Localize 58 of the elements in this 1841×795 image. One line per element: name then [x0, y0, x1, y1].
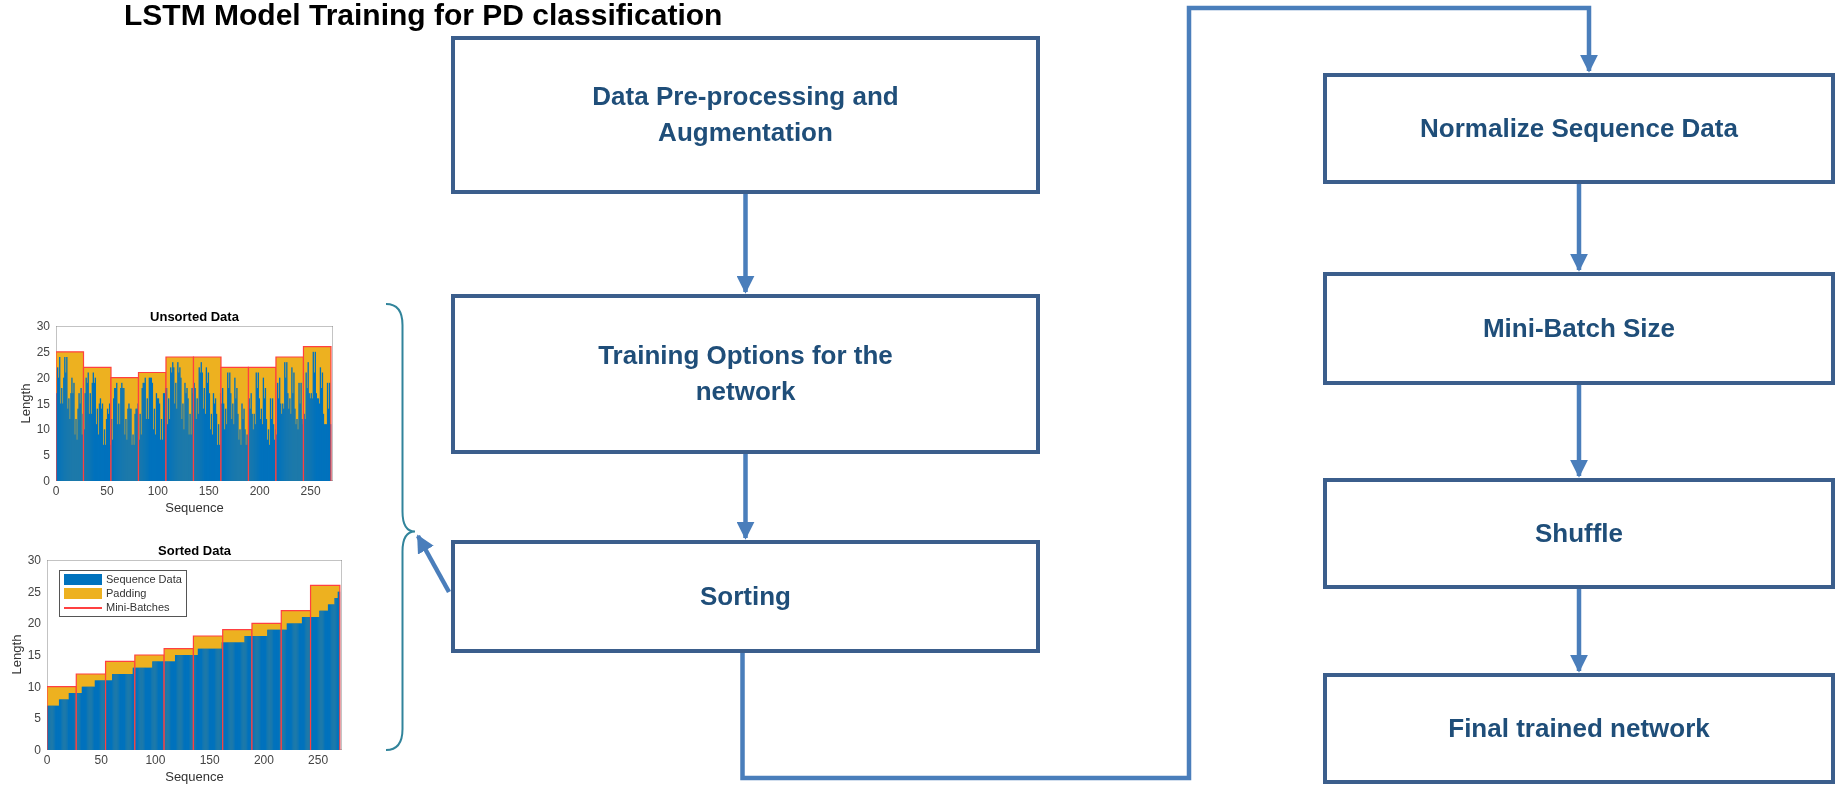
arrow — [736, 454, 755, 540]
process-box — [1323, 272, 1835, 385]
tick-label: 5 — [42, 449, 50, 462]
tick-label: 50 — [93, 754, 109, 766]
tick-label: 30 — [26, 554, 41, 566]
arrow — [416, 534, 451, 594]
arrow — [736, 194, 755, 294]
tick-label: 20 — [26, 617, 41, 630]
process-box — [1323, 73, 1835, 184]
process-box — [451, 294, 1040, 454]
tick-label: 15 — [35, 397, 50, 410]
tick-label: 5 — [33, 712, 41, 725]
tick-label: 20 — [35, 371, 50, 384]
legend-label: Sequence Data — [106, 573, 182, 586]
tick-label: 200 — [248, 485, 271, 497]
tick-label: 25 — [35, 345, 50, 358]
step-label: Sorting — [700, 579, 791, 613]
process-box — [451, 540, 1040, 653]
tick-label: 0 — [51, 485, 61, 497]
tick-label: 100 — [146, 485, 169, 497]
tick-label: 15 — [26, 649, 41, 661]
step-label: Training Options for the network — [597, 339, 894, 408]
arrow — [1570, 589, 1588, 673]
chart-title: Sorted Data — [157, 542, 232, 560]
step-label: Normalize Sequence Data — [1420, 111, 1738, 145]
axis-title: Length — [9, 633, 23, 677]
tick-label: 150 — [198, 754, 221, 766]
arrow — [740, 5, 1598, 781]
step-label: Data Pre-processing and Augmentation — [591, 80, 900, 149]
tick-label: 250 — [307, 754, 330, 766]
tick-label: 0 — [33, 744, 41, 756]
tick-label: 200 — [252, 754, 275, 766]
legend-label: Mini-Batches — [106, 601, 170, 614]
tick-label: 100 — [144, 754, 167, 766]
step-label: Final trained network — [1448, 711, 1710, 745]
tick-label: 0 — [42, 475, 50, 487]
step-label: Mini-Batch Size — [1482, 311, 1676, 345]
arrow — [1570, 184, 1588, 272]
tick-label: 10 — [35, 423, 50, 436]
process-box — [451, 36, 1040, 194]
process-box — [1323, 673, 1835, 784]
legend-label: Padding — [106, 587, 147, 600]
tick-label: 30 — [35, 320, 50, 332]
tick-label: 150 — [197, 485, 220, 497]
arrow — [1570, 385, 1588, 478]
tick-label: 250 — [299, 485, 322, 497]
process-box — [1323, 478, 1835, 589]
axis-title: Sequence — [164, 501, 225, 514]
step-label: Shuffle — [1534, 516, 1624, 550]
tick-label: 25 — [26, 585, 41, 598]
axis-title: Sequence — [164, 770, 225, 783]
diagram-title: LSTM Model Training for PD classification — [124, 0, 723, 33]
curly-bracket — [386, 303, 416, 751]
tick-label: 50 — [99, 485, 115, 497]
axis-title: Length — [18, 382, 32, 425]
tick-label: 10 — [26, 680, 41, 693]
tick-label: 0 — [42, 754, 52, 766]
chart-title: Unsorted Data — [149, 308, 240, 326]
